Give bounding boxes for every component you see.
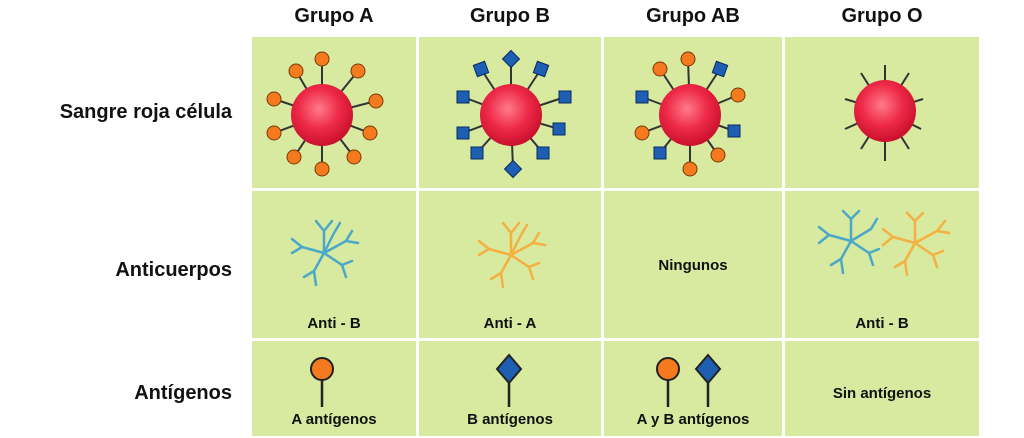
cell-rbc-grupo-a: [252, 37, 416, 188]
antibody-label-ab: Ningunos: [658, 257, 728, 274]
red-blood-cell-a-icon: [266, 51, 384, 177]
antibody-orange-icon: [477, 221, 547, 289]
antigen-b-icon: [495, 353, 523, 407]
antigen-label-b: B antígenos: [467, 411, 553, 428]
cell-antigen-grupo-o: Sin antígenos: [785, 341, 979, 436]
antigen-ab-icon: [656, 353, 722, 407]
red-blood-cell-o-icon: [844, 65, 924, 161]
cell-antigen-grupo-b: B antígenos: [419, 341, 601, 436]
column-header-grupo-b: Grupo B: [470, 5, 550, 27]
cell-antibody-grupo-b: Anti - A: [419, 191, 601, 338]
antibody-both-icon: [817, 209, 951, 277]
cell-antigen-grupo-a: A antígenos: [252, 341, 416, 436]
cell-antigen-grupo-ab: A y B antígenos: [604, 341, 782, 436]
cell-rbc-grupo-ab: [604, 37, 782, 188]
row-label-red-cell: Sangre roja célula: [59, 101, 232, 123]
cell-rbc-grupo-b: [419, 37, 601, 188]
column-header-grupo-o: Grupo O: [841, 5, 923, 27]
cell-antibody-grupo-a: Anti - B: [252, 191, 416, 338]
antibody-label-a: Anti - B: [307, 315, 361, 332]
cell-antibody-grupo-ab: Ningunos: [604, 191, 782, 338]
antigen-a-icon: [310, 357, 334, 407]
row-label-antigens: Antígenos: [134, 382, 232, 404]
antibody-blue-icon: [290, 219, 360, 287]
antigen-label-ab: A y B antígenos: [636, 411, 750, 428]
red-blood-cell-b-icon: [456, 49, 572, 179]
column-header-grupo-ab: Grupo AB: [646, 5, 740, 27]
row-label-antibodies: Anticuerpos: [115, 259, 232, 281]
column-header-grupo-a: Grupo A: [294, 5, 374, 27]
cell-rbc-grupo-o: [785, 37, 979, 188]
antigen-label-o: Sin antígenos: [832, 385, 932, 402]
cell-antibody-grupo-o: Anti - B: [785, 191, 979, 338]
antibody-label-o: Anti - B: [855, 315, 909, 332]
red-blood-cell-ab-icon: [634, 51, 746, 177]
antibody-label-b: Anti - A: [483, 315, 537, 332]
antigen-label-a: A antígenos: [291, 411, 377, 428]
